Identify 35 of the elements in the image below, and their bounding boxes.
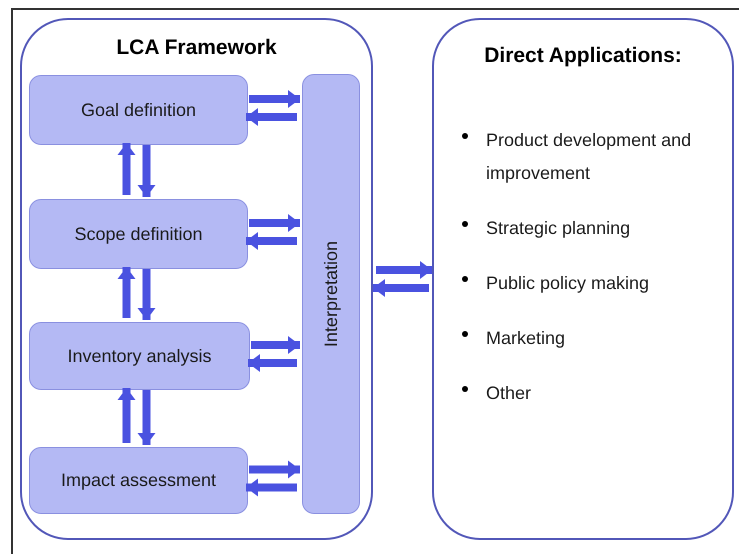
block-arrow [373,279,429,297]
application-item: Public policy making [486,272,650,295]
panel-heading: LCA Framework [115,35,278,61]
stage-box [29,75,248,145]
application-item: Strategic planning [486,217,630,240]
block-arrow [138,145,156,197]
block-arrow [138,390,156,445]
framework-panel [432,18,734,540]
stage-label: Impact assessment [60,469,216,492]
block-arrow [246,232,297,250]
stage-label: Scope definition [74,222,203,246]
interpretation-bar [302,74,360,514]
block-arrow [249,214,300,232]
framework-panel [20,18,373,540]
stage-box [29,322,250,390]
block-arrow [251,336,300,354]
stage-box [29,199,248,269]
stage-label: Inventory analysis [67,344,212,368]
panel-heading: Direct Applications: [483,43,683,69]
block-arrow [118,267,136,318]
application-item: Marketing [486,327,566,350]
stage-box [29,447,248,514]
application-item: Product development and improvement [486,129,692,185]
block-arrow [138,269,156,320]
stage-label: Interpretation [320,240,342,348]
block-arrow [246,478,297,496]
block-arrow [249,460,300,478]
block-arrow [118,388,136,443]
stage-label: Goal definition [80,98,196,122]
block-arrow [248,354,297,372]
block-arrow [249,90,300,108]
block-arrow [376,261,432,279]
application-item: Other [486,382,532,405]
block-arrow [118,143,136,195]
block-arrow [246,108,297,126]
